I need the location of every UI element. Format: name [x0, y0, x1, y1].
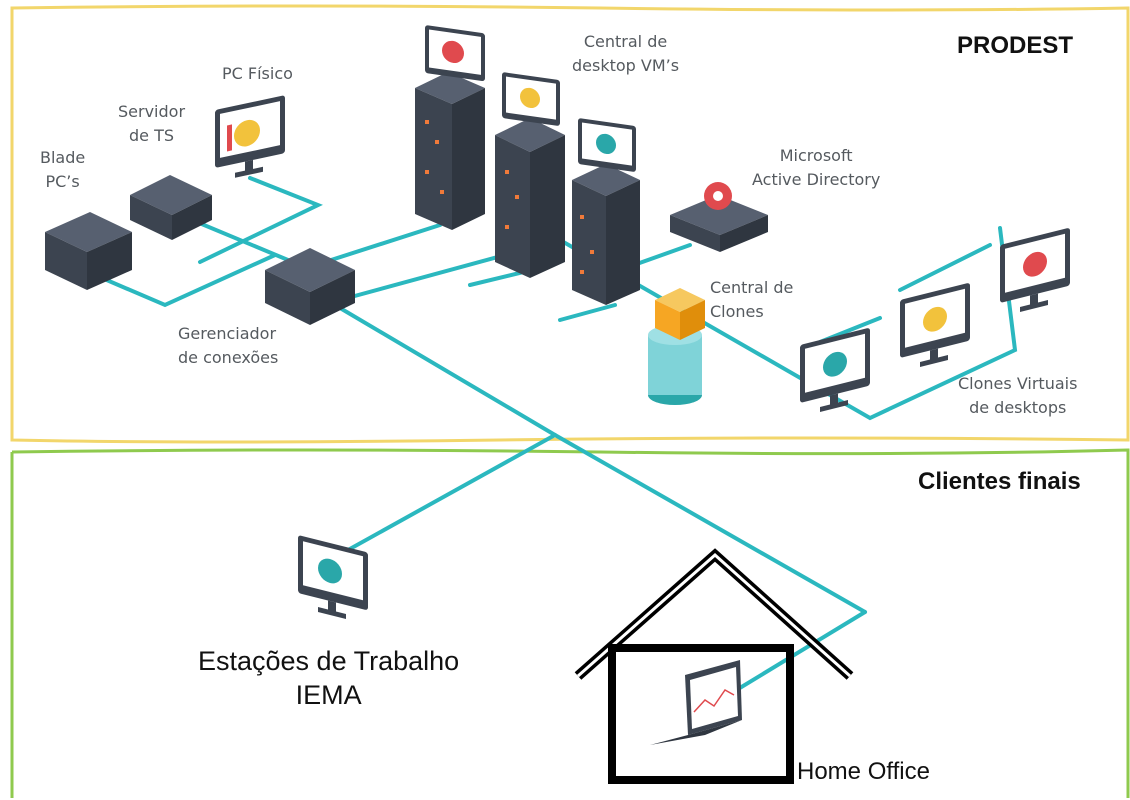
tower-leds [425, 120, 594, 274]
server-towers [415, 25, 640, 305]
home-office-label: Home Office [797, 758, 930, 785]
tower-monitor-3 [578, 118, 636, 172]
clones-virtuais-label: Clones Virtuais de desktops [958, 372, 1077, 420]
central-desktop-label-line2: desktop VM’s [572, 56, 680, 75]
clientes-zone-border [10, 448, 1130, 798]
estacoes-label-line2: IEMA [295, 680, 362, 710]
clientes-border-path [10, 448, 1130, 798]
terminal-server-icon [130, 175, 212, 240]
clone-monitor-2 [900, 282, 970, 372]
gerenciador-label-line2: de conexões [178, 348, 279, 367]
pc-fisico-label: PC Físico [222, 62, 293, 86]
link-pc-fisico [198, 176, 323, 264]
prodest-zone-border [10, 4, 1130, 444]
clones-virtuais-monitors [800, 227, 1070, 417]
gear-server-icon [670, 182, 768, 252]
link-home-office [338, 306, 867, 614]
blade-server-icon [45, 212, 132, 290]
clone-monitor-1 [800, 327, 870, 417]
database-stack-icon [648, 288, 705, 405]
pc-fisico-monitor-icon [215, 95, 285, 182]
clones-virtuais-label-line2: de desktops [969, 398, 1067, 417]
active-directory-label-line1: Microsoft [779, 146, 853, 165]
link-blade [93, 253, 277, 308]
prodest-title: PRODEST [957, 32, 1074, 59]
house-laptop-icon [574, 548, 854, 784]
link-backbone [338, 226, 1018, 421]
active-directory-label: Microsoft Active Directory [752, 144, 880, 192]
servidor-ts-label-line2: de TS [129, 126, 175, 145]
central-clones-label-line1: Central de [710, 278, 794, 297]
clientes-finais-title: Clientes finais [918, 468, 1081, 495]
servidor-ts-label: Servidor de TS [118, 100, 185, 148]
prodest-border-path [10, 4, 1130, 444]
estacoes-label: Estações de Trabalho IEMA [198, 644, 459, 712]
active-directory-label-line2: Active Directory [752, 170, 881, 189]
pc-fisico-label-line1: PC Físico [222, 64, 293, 83]
server-tower-icon [415, 72, 485, 230]
tower-monitor-1 [425, 25, 485, 82]
central-desktop-label: Central de desktop VM’s [572, 30, 679, 78]
link-clone-2 [898, 243, 992, 292]
server-tower-icon [495, 118, 565, 278]
blade-label-line2: PC’s [45, 172, 80, 191]
laptop-icon [650, 660, 742, 745]
clone-monitor-3 [1000, 227, 1070, 317]
central-clones-label-line2: Clones [710, 302, 764, 321]
tower-monitor-2 [502, 72, 560, 126]
blade-label: Blade PC’s [40, 146, 85, 194]
estacoes-label-line1: Estações de Trabalho [198, 646, 460, 676]
gerenciador-label-line1: Gerenciador [178, 324, 277, 343]
central-clones-label: Central de Clones [710, 276, 793, 324]
clones-virtuais-label-line1: Clones Virtuais [958, 374, 1078, 393]
gerenciador-label: Gerenciador de conexões [178, 322, 278, 370]
link-estacoes [328, 433, 557, 562]
estacoes-monitor-icon [298, 535, 368, 625]
blade-label-line1: Blade [40, 148, 86, 167]
connection-manager-icon [265, 248, 355, 325]
servidor-ts-label-line1: Servidor [118, 102, 186, 121]
server-tower-icon [572, 164, 640, 305]
central-desktop-label-line1: Central de [583, 32, 668, 51]
